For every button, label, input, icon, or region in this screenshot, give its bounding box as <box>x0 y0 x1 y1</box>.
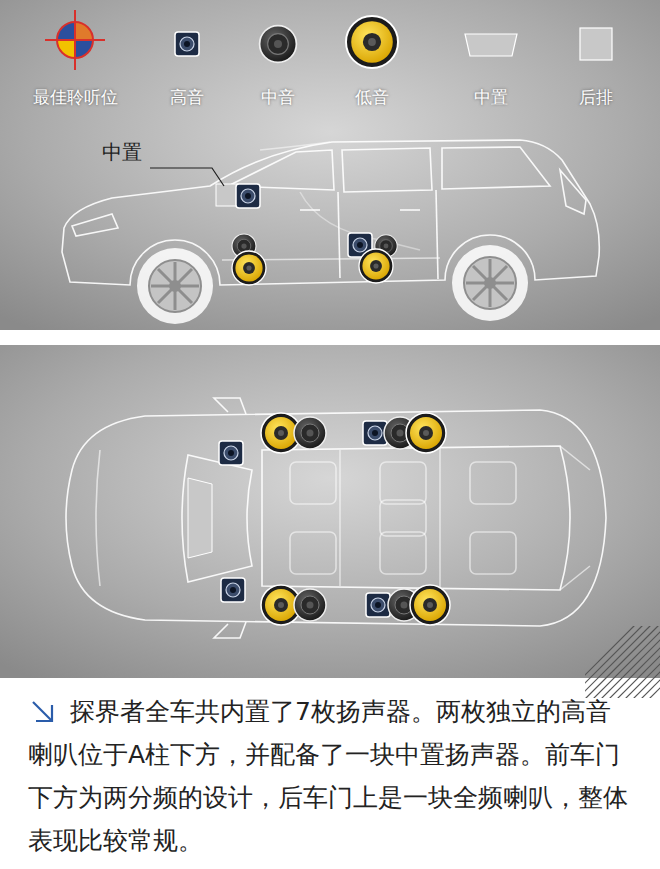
legend-label: 中音 <box>261 86 295 109</box>
legend-label: 最佳聆听位 <box>33 86 118 109</box>
legend-label: 低音 <box>355 86 389 109</box>
panel <box>0 345 660 678</box>
legend-icons <box>45 10 612 70</box>
leader-line <box>150 168 224 186</box>
caption: 探界者全车共内置了7枚扬声器。两枚独立的高音喇叭位于A柱下方，并配备了一块中置扬… <box>28 690 634 862</box>
panel <box>0 0 660 330</box>
top-view-car <box>66 398 606 638</box>
callout-label: 中置 <box>102 139 142 166</box>
wheel <box>137 245 528 324</box>
speakers <box>188 413 450 625</box>
legend-label: 后排 <box>579 86 613 109</box>
hatch <box>585 626 660 698</box>
legend-label: 高音 <box>170 86 204 109</box>
legend-label: 中置 <box>474 86 508 109</box>
arrow-icon <box>33 702 52 721</box>
speakers <box>216 184 397 285</box>
